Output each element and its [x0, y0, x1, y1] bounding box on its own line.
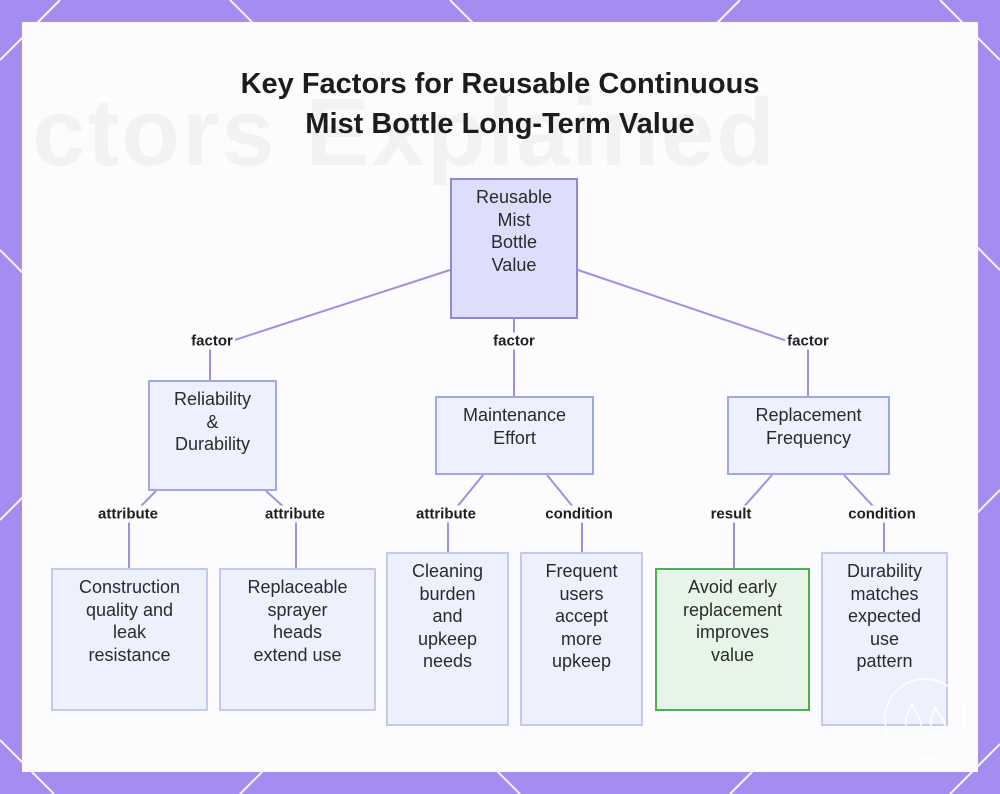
node-reliability-durability: Reliability & Durability [148, 380, 277, 491]
node-cleaning-burden: Cleaning burden and upkeep needs [386, 552, 509, 726]
node-avoid-early-replacement: Avoid early replacement improves value [655, 568, 810, 711]
edge-label-replacement-durability: condition [846, 505, 918, 523]
edge-root-replacement [577, 269, 809, 396]
node-label: Replaceable sprayer heads extend use [247, 577, 348, 665]
node-label: Reliability & Durability [173, 389, 252, 454]
node-reusable-mist-bottle-value: Reusable Mist Bottle Value [450, 178, 578, 319]
diagram-card: ctors Explained Key Factors for Reusable… [22, 22, 978, 772]
node-label: Durability matches expected use pattern [846, 561, 923, 671]
edge-label-reliability-sprayer: attribute [263, 505, 327, 523]
node-label: Cleaning burden and upkeep needs [411, 561, 484, 671]
edge-label-maintenance-frequent: condition [543, 505, 615, 523]
node-label: Construction quality and leak resistance [78, 577, 181, 665]
edge-reliability-construction [128, 490, 157, 568]
node-construction-quality: Construction quality and leak resistance [51, 568, 208, 711]
node-replacement-frequency: Replacement Frequency [727, 396, 890, 475]
node-label: Reusable Mist Bottle Value [475, 187, 553, 275]
droplet-logo-icon [884, 678, 966, 760]
node-maintenance-effort: Maintenance Effort [435, 396, 594, 475]
edge-label-maintenance-cleaning: attribute [414, 505, 478, 523]
edge-reliability-sprayer [265, 490, 297, 568]
edge-label-root-replacement: factor [785, 332, 831, 350]
edge-label-root-reliability: factor [189, 332, 235, 350]
edge-label-root-maintenance: factor [491, 332, 537, 350]
node-label: Frequent users accept more upkeep [545, 561, 618, 671]
node-label: Replacement Frequency [755, 405, 862, 448]
edge-label-replacement-avoid: result [708, 505, 754, 523]
edge-root-reliability [209, 269, 451, 380]
node-frequent-users: Frequent users accept more upkeep [520, 552, 643, 726]
title-line-1: Key Factors for Reusable Continuous [240, 68, 760, 100]
title-line-2: Mist Bottle Long-Term Value [305, 108, 695, 140]
node-durability-matches: Durability matches expected use pattern [821, 552, 948, 726]
diagram-title: Key Factors for Reusable Continuous Mist… [22, 64, 978, 144]
edge-label-reliability-construction: attribute [96, 505, 160, 523]
node-replaceable-sprayer-heads: Replaceable sprayer heads extend use [219, 568, 376, 711]
node-label: Maintenance Effort [462, 405, 567, 448]
node-label: Avoid early replacement improves value [682, 577, 783, 665]
